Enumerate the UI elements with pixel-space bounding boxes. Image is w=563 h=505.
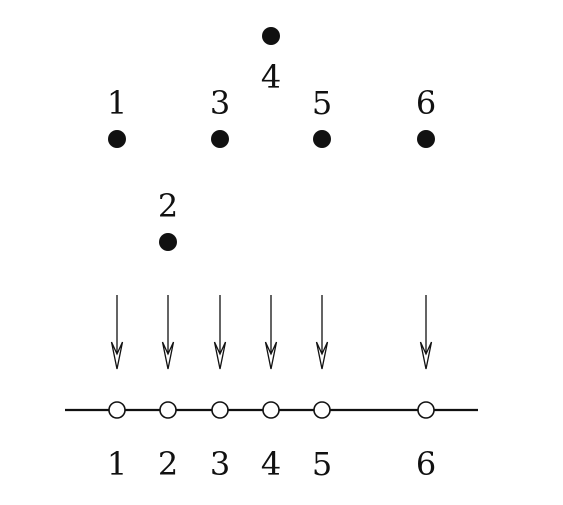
arrow-3 (213, 295, 227, 370)
line-label-1: 1 (107, 445, 127, 483)
arrow-6 (419, 295, 433, 370)
point-label-2: 2 (158, 187, 178, 225)
point-marker-3 (211, 130, 229, 148)
point-group-6: 6 (416, 84, 436, 148)
point-label-4: 4 (261, 58, 281, 96)
projected-point-4 (262, 401, 280, 419)
point-group-1: 1 (107, 84, 127, 148)
point-group-4: 4 (261, 27, 281, 96)
projected-point-1 (108, 401, 126, 419)
projected-point-2 (159, 401, 177, 419)
point-marker-1 (108, 130, 126, 148)
arrow-2 (161, 295, 175, 370)
arrow-4 (264, 295, 278, 370)
projected-point-6 (417, 401, 435, 419)
point-label-3: 3 (210, 84, 230, 122)
point-group-3: 3 (210, 84, 230, 148)
line-label-2: 2 (158, 445, 178, 483)
point-marker-6 (417, 130, 435, 148)
line-label-5: 5 (312, 445, 332, 483)
point-marker-5 (313, 130, 331, 148)
point-marker-2 (159, 233, 177, 251)
point-group-5: 5 (312, 84, 332, 148)
projected-point-5 (313, 401, 331, 419)
point-label-5: 5 (312, 84, 332, 122)
point-label-1: 1 (107, 84, 127, 122)
line-label-3: 3 (210, 445, 230, 483)
projected-point-3 (211, 401, 229, 419)
point-marker-4 (262, 27, 280, 45)
arrow-5 (315, 295, 329, 370)
line-label-4: 4 (261, 445, 281, 483)
point-label-6: 6 (416, 84, 436, 122)
line-label-6: 6 (416, 445, 436, 483)
arrow-1 (110, 295, 124, 370)
point-group-2: 2 (158, 187, 178, 251)
